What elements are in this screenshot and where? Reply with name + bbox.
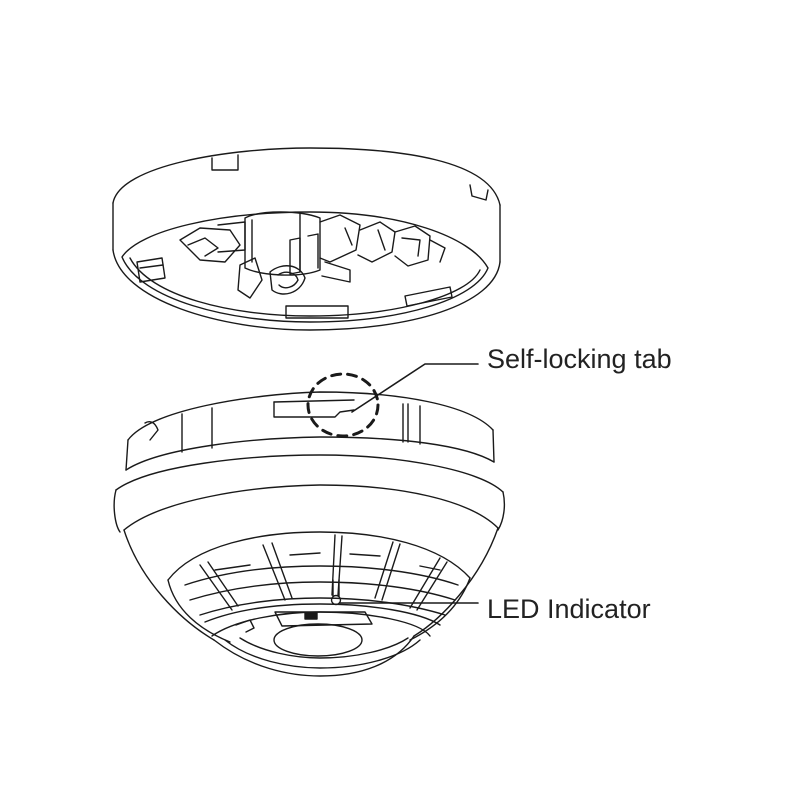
led-indicator-label: LED Indicator: [487, 594, 651, 624]
mounting-base: [112, 147, 501, 331]
detector-head: [113, 391, 506, 677]
self-locking-tab-callout: [306, 363, 479, 438]
self-locking-tab-label: Self-locking tab: [487, 344, 672, 374]
